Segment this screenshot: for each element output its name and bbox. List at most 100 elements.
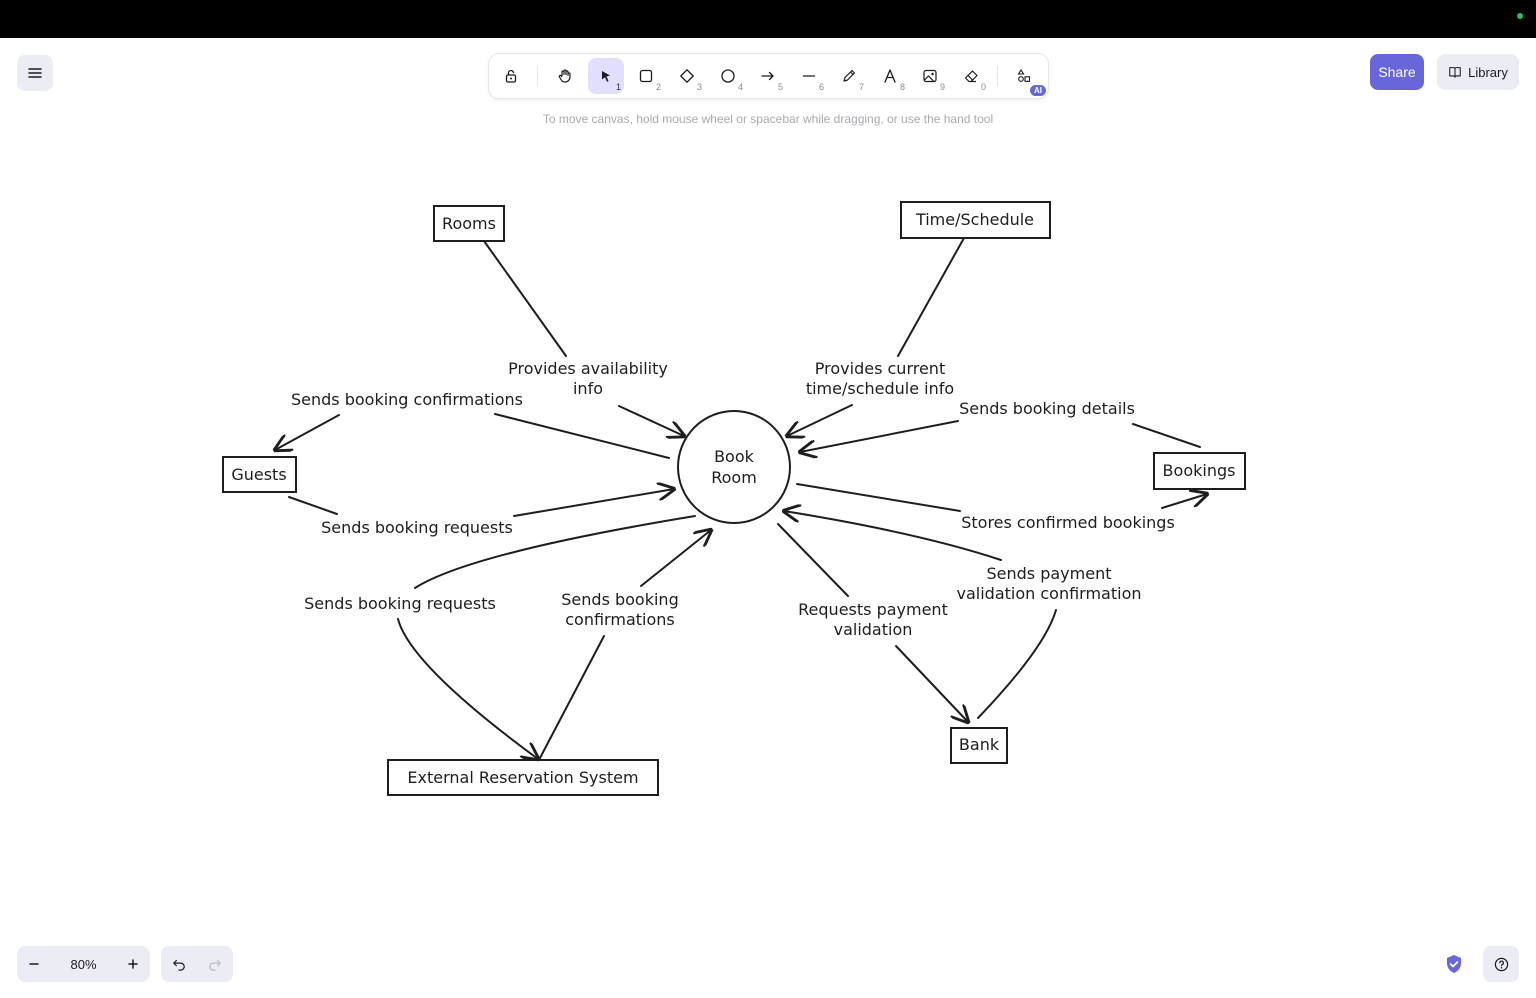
edge-guests-to-requests[interactable] (288, 496, 338, 515)
edge-timeinfo-to-bookroom[interactable] (787, 404, 853, 436)
tool-ellipse[interactable]: 4 (710, 58, 746, 94)
tool-eraser[interactable]: 0 (953, 58, 989, 94)
edge-stores-to-bookings[interactable] (1161, 494, 1207, 509)
edge-ext-request-to-bookroom[interactable] (414, 515, 696, 589)
edge-time-to-label[interactable] (897, 237, 965, 357)
share-button[interactable]: Share (1370, 54, 1424, 90)
tool-shortcut: 3 (696, 82, 702, 92)
tool-arrow[interactable]: 5 (750, 58, 786, 94)
edge-ext-confirm-to-label[interactable] (539, 635, 605, 759)
edge-bookroom-to-payment-label[interactable] (777, 523, 849, 597)
node-label: Bookings (1163, 461, 1236, 480)
tool-shortcut: 8 (899, 82, 905, 92)
minus-icon (29, 963, 39, 965)
edge-label[interactable]: Sends booking (561, 590, 678, 609)
library-button[interactable]: Library (1437, 54, 1519, 90)
tool-selection[interactable]: 1 (588, 58, 624, 94)
undo-icon (173, 959, 185, 971)
node-guests[interactable]: Guests (222, 456, 297, 493)
tool-rectangle[interactable]: 2 (628, 58, 664, 94)
edge-label[interactable]: Provides current (815, 359, 945, 378)
zoom-out-button[interactable] (17, 946, 51, 982)
edge-availability-to-bookroom[interactable] (618, 405, 684, 436)
eraser-icon (964, 70, 978, 83)
edge-label[interactable]: validation confirmation (957, 584, 1142, 603)
edge-validation-label-to-bookroom[interactable] (784, 511, 1002, 561)
history-controls (161, 946, 233, 982)
tool-diamond[interactable]: 3 (669, 58, 705, 94)
node-bank[interactable]: Bank (950, 727, 1008, 764)
node-label: Time/Schedule (915, 210, 1034, 229)
tool-more-shapes[interactable]: AI (1006, 58, 1046, 96)
edge-ext-request-from-label[interactable] (397, 618, 538, 759)
tool-shortcut: 0 (980, 82, 986, 92)
zoom-in-button[interactable] (116, 946, 150, 982)
edge-payment-label-to-bank[interactable] (895, 645, 968, 722)
edge-label[interactable]: Sends booking confirmations (291, 390, 523, 409)
redo-button[interactable] (197, 946, 233, 982)
node-external-reservation-system[interactable]: External Reservation System (387, 759, 659, 796)
edge-label[interactable]: Stores confirmed bookings (961, 513, 1175, 532)
image-icon (923, 69, 937, 83)
hamburger-icon (28, 68, 42, 78)
tool-line[interactable]: 6 (791, 58, 827, 94)
edge-label[interactable]: Sends booking details (959, 399, 1135, 418)
node-label: Guests (231, 465, 286, 484)
edge-bookings-to-details[interactable] (1132, 423, 1201, 448)
hand-icon (558, 69, 571, 83)
tool-hand[interactable] (547, 58, 583, 94)
ai-badge: AI (1030, 85, 1046, 96)
edge-label[interactable]: Provides availability (508, 359, 668, 378)
edge-label[interactable]: Sends payment (987, 564, 1112, 583)
edge-bookroom-to-confirmations[interactable] (494, 413, 670, 459)
edge-label[interactable]: validation (834, 620, 913, 639)
node-box (222, 456, 297, 493)
tool-shortcut: 2 (655, 82, 661, 92)
main-menu-button[interactable] (17, 55, 53, 91)
node-rooms[interactable]: Rooms (433, 205, 505, 242)
edge-bookroom-to-stores[interactable] (796, 483, 961, 512)
node-label: Rooms (442, 214, 496, 233)
zoom-controls: 80% (17, 946, 150, 982)
node-bookings[interactable]: Bookings (1153, 452, 1246, 490)
help-icon (1494, 957, 1508, 971)
encryption-badge[interactable] (1443, 953, 1465, 975)
ellipse-icon (721, 69, 735, 83)
undo-button[interactable] (161, 946, 197, 982)
edge-label[interactable]: Sends booking requests (304, 594, 496, 613)
tool-draw[interactable]: 7 (831, 58, 867, 94)
node-label: Bank (959, 735, 1000, 754)
node-label-line2: Room (711, 468, 757, 487)
edge-bank-to-validation-label[interactable] (977, 609, 1057, 719)
help-button[interactable] (1483, 946, 1519, 982)
tool-shortcut: 7 (858, 82, 864, 92)
edge-label[interactable]: Sends booking requests (321, 518, 513, 537)
node-book-room[interactable]: Book Room (677, 410, 791, 524)
status-indicator (1517, 13, 1523, 19)
edge-requests-to-bookroom[interactable] (513, 489, 674, 517)
cursor-icon (602, 71, 610, 82)
text-icon (884, 69, 896, 83)
tool-image[interactable]: 9 (912, 58, 948, 94)
node-box (387, 759, 659, 796)
edge-rooms-to-label[interactable] (483, 240, 567, 357)
node-box (900, 201, 1051, 239)
toolbar-divider (997, 66, 998, 86)
redo-icon (209, 959, 221, 971)
edge-ext-confirm-to-bookroom[interactable] (640, 530, 711, 587)
tool-lock[interactable] (493, 58, 529, 94)
node-time-schedule[interactable]: Time/Schedule (900, 201, 1051, 239)
node-circle (677, 410, 791, 524)
edge-label[interactable]: Requests payment (798, 600, 948, 619)
node-label-line1: Book (714, 447, 755, 466)
arrow-right-icon (761, 71, 774, 81)
tool-text[interactable]: 8 (872, 58, 908, 94)
edge-label[interactable]: confirmations (565, 610, 674, 629)
edge-label[interactable]: time/schedule info (806, 379, 954, 398)
edge-label[interactable]: info (573, 379, 603, 398)
node-box (1153, 452, 1246, 490)
edge-confirmations-to-guests[interactable] (275, 414, 340, 450)
edge-details-to-bookroom[interactable] (800, 420, 959, 452)
zoom-level[interactable]: 80% (70, 956, 97, 972)
unlock-icon (505, 69, 517, 83)
